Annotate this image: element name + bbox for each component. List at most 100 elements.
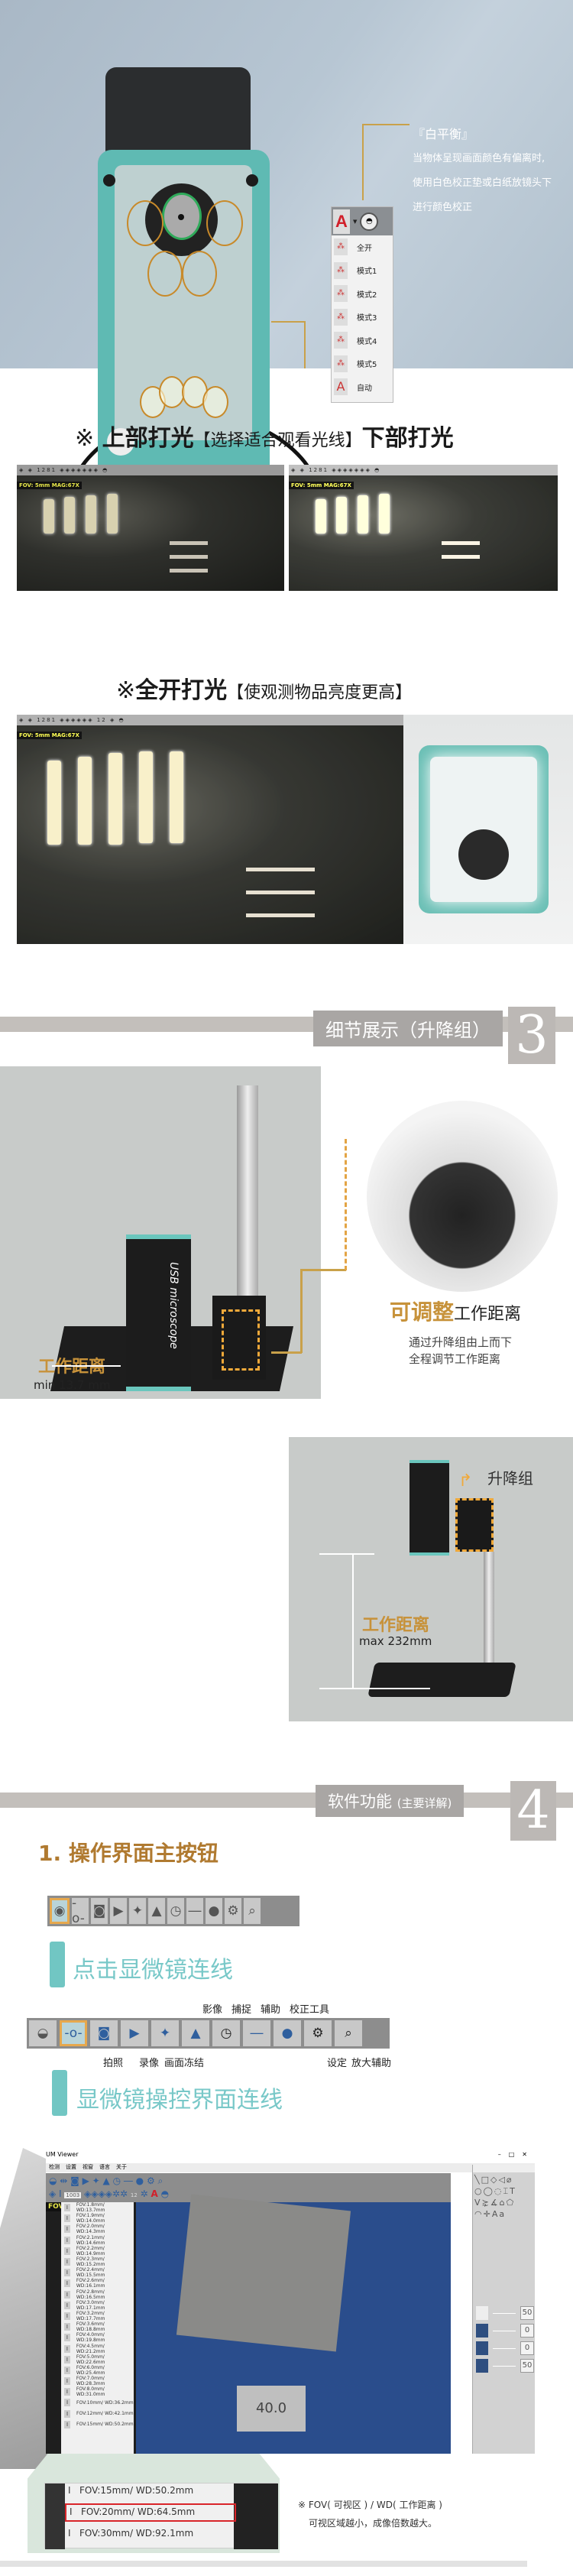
search-icon[interactable]: ⌕ bbox=[335, 2020, 362, 2046]
freeze-icon[interactable]: ✦ bbox=[129, 1898, 146, 1924]
fov-icon: I bbox=[64, 2344, 70, 2353]
fov-icon: I bbox=[64, 2420, 70, 2428]
calibrate-icon[interactable]: ● bbox=[206, 1898, 222, 1924]
ruler-icon[interactable]: ― bbox=[243, 2020, 270, 2046]
slider-track[interactable] bbox=[493, 2347, 516, 2349]
camera-icon[interactable]: ◙ bbox=[91, 1898, 108, 1924]
white-balance-menu-item[interactable]: ⁂全开 bbox=[332, 235, 393, 259]
led-mode-icon: ⁂ bbox=[334, 261, 348, 279]
white-balance-menu-item[interactable]: ⁂模式3 bbox=[332, 306, 393, 329]
section-3-label: 细节展示（升降组） bbox=[313, 1011, 503, 1046]
adjustable-strong: 可调整 bbox=[390, 1299, 455, 1325]
video-icon[interactable]: ▶ bbox=[121, 2020, 148, 2046]
fov-icon: I bbox=[64, 2323, 70, 2331]
white-balance-menu-item[interactable]: ⁂模式1 bbox=[332, 259, 393, 283]
solder-pad bbox=[139, 751, 153, 843]
white-balance-icon[interactable]: ◓ bbox=[360, 212, 379, 231]
window-controls[interactable]: –□✕ bbox=[497, 2151, 535, 2158]
window-titlebar: UM Viewer –□✕ bbox=[46, 2148, 535, 2163]
freeze-icon[interactable]: ✦ bbox=[151, 2020, 179, 2046]
label-image: 影像 bbox=[202, 2004, 223, 2016]
fov-icon: I bbox=[64, 2204, 70, 2212]
white-balance-menu-item[interactable]: ⁂模式5 bbox=[332, 352, 393, 376]
timer-icon[interactable]: ◷ bbox=[212, 2020, 240, 2046]
microscope-icon[interactable]: ◒ bbox=[29, 2020, 57, 2046]
menu-item[interactable]: 语言 bbox=[99, 2164, 110, 2170]
section-4-number: 4 bbox=[510, 1781, 556, 1841]
zoom-value[interactable]: 1003 bbox=[64, 2192, 82, 2198]
video-icon[interactable]: ▶ bbox=[110, 1898, 127, 1924]
toolbar-row-main[interactable]: ◒ ⇹ ◙ ▶ ✦ ▲ ◷ ― ● ⚙ ⌕ bbox=[49, 2175, 163, 2186]
image-icon[interactable]: ▲ bbox=[148, 1898, 165, 1924]
dropdown-arrow-icon[interactable]: ▼ bbox=[353, 218, 358, 225]
gear-icon[interactable]: ⚙ bbox=[225, 1898, 241, 1924]
fov-item[interactable]: Ⅰ FOV:15mm/ WD:50.2mm bbox=[68, 2485, 194, 2496]
link-icon[interactable]: -o- bbox=[72, 1896, 89, 1926]
fov-label: FOV:2.8mm/ WD:16.5mm bbox=[76, 2289, 105, 2300]
led-mode-icon: ⁂ bbox=[334, 332, 348, 349]
image-icon[interactable]: ▲ bbox=[182, 2020, 209, 2046]
fov-item[interactable]: Ⅰ FOV:30mm/ WD:92.1mm bbox=[68, 2528, 194, 2539]
slider-value[interactable]: 0 bbox=[520, 2324, 534, 2338]
camera-icon[interactable]: ◙ bbox=[90, 2020, 118, 2046]
connect-button[interactable]: ◉ bbox=[50, 1898, 70, 1924]
menu-item-label: 模式5 bbox=[357, 361, 377, 370]
timer-icon[interactable]: ◷ bbox=[167, 1898, 184, 1924]
slider-value[interactable]: 0 bbox=[520, 2341, 534, 2355]
slider-value[interactable]: 50 bbox=[520, 2306, 534, 2320]
menu-item[interactable]: 关于 bbox=[116, 2164, 127, 2170]
white-balance-menu-item[interactable]: ⁂模式2 bbox=[332, 282, 393, 306]
note-line: 可视区域越小，成像倍数越大。 bbox=[309, 2518, 438, 2529]
fov-tag: FOV bbox=[46, 2202, 66, 2211]
section-4-label: 软件功能 (主要详解) bbox=[316, 1785, 465, 1817]
fov-item-selected[interactable]: Ⅰ FOV:20mm/ WD:64.5mm bbox=[65, 2503, 236, 2522]
slider-track[interactable] bbox=[493, 2365, 516, 2367]
menu-item[interactable]: 视窗 bbox=[83, 2164, 93, 2170]
search-icon[interactable]: ⌕ bbox=[244, 1898, 261, 1924]
connect-button[interactable]: -o- bbox=[60, 2020, 87, 2046]
white-balance-menu-item[interactable]: ⁂模式4 bbox=[332, 329, 393, 352]
slider-value[interactable]: 50 bbox=[520, 2359, 534, 2373]
toolbar-row-light[interactable]: ◈ I 1003 ◈◈◈◈✲✲ 12 ✲ A ◓ bbox=[49, 2188, 170, 2199]
screw-icon bbox=[246, 174, 258, 187]
title-sub: 【使观测物品亮度更高】 bbox=[227, 683, 413, 702]
fov-label: FOV:2.2mm/ WD:14.9mm bbox=[76, 2245, 105, 2256]
led-ring bbox=[127, 200, 163, 246]
device-front-photo bbox=[403, 715, 573, 944]
resolution-select[interactable] bbox=[473, 2165, 535, 2172]
calibrate-icon[interactable]: ● bbox=[274, 2020, 301, 2046]
menu-item[interactable]: 设置 bbox=[66, 2164, 76, 2170]
menu-item[interactable]: 检测 bbox=[49, 2164, 60, 2170]
ruler-icon[interactable]: ― bbox=[186, 1898, 203, 1924]
description-line: 全程调节工作距离 bbox=[409, 1352, 501, 1366]
slider-row: 50 bbox=[476, 2359, 534, 2373]
raised-stand-photo: ↱ 升降组 工作距离 max 232mm bbox=[289, 1437, 573, 1721]
slider-track[interactable] bbox=[493, 2312, 516, 2314]
auto-a-button[interactable]: A bbox=[333, 209, 350, 234]
gear-icon[interactable]: ⚙ bbox=[304, 2020, 332, 2046]
